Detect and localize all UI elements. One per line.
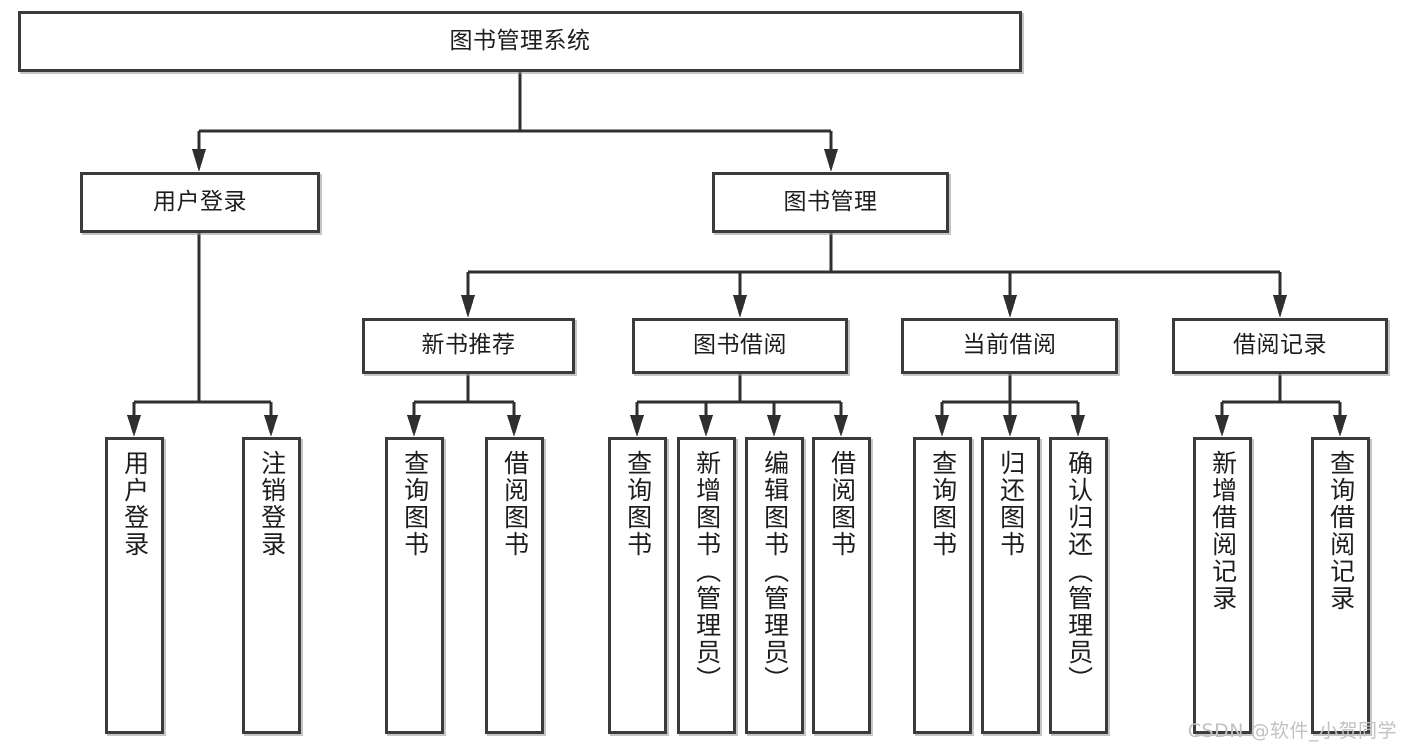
node-leaf-borrow-book-2[interactable]: 借阅图书	[812, 437, 871, 734]
node-leaf-borrow-book-1[interactable]: 借阅图书	[485, 437, 544, 734]
arrow-leaf-user-login	[127, 415, 141, 437]
node-book-borrow-label: 图书借阅	[693, 332, 787, 359]
node-book-manage[interactable]: 图书管理	[712, 172, 949, 233]
arrow-leaf-query-book-2	[630, 415, 644, 437]
arrow-leaf-borrow-book-2	[834, 415, 848, 437]
arrow-leaf-query-book-1	[407, 415, 421, 437]
node-leaf-query-book-2-label: 查询图书	[623, 450, 653, 558]
node-leaf-edit-book-label: 编辑图书（管理员）	[760, 450, 790, 693]
node-leaf-confirm-return-label: 确认归还（管理员）	[1064, 450, 1094, 693]
node-leaf-borrow-book-2-label: 借阅图书	[827, 450, 857, 558]
arrow-leaf-edit-book	[767, 415, 781, 437]
node-book-borrow[interactable]: 图书借阅	[632, 318, 848, 374]
node-borrow-record-label: 借阅记录	[1233, 332, 1327, 359]
node-borrow-record[interactable]: 借阅记录	[1172, 318, 1388, 374]
node-leaf-query-book-2[interactable]: 查询图书	[608, 437, 667, 734]
node-leaf-query-book-1[interactable]: 查询图书	[385, 437, 444, 734]
arrow-leaf-query-record	[1333, 415, 1347, 437]
node-leaf-return-book-label: 归还图书	[996, 450, 1026, 558]
arrow-leaf-logout	[264, 415, 278, 437]
node-current-borrow[interactable]: 当前借阅	[901, 318, 1118, 374]
arrow-leaf-query-book-3	[935, 415, 949, 437]
node-leaf-query-record[interactable]: 查询借阅记录	[1311, 437, 1370, 734]
node-leaf-add-record-label: 新增借阅记录	[1208, 450, 1238, 612]
node-new-book-rec[interactable]: 新书推荐	[362, 318, 575, 374]
node-leaf-user-login[interactable]: 用户登录	[105, 437, 164, 734]
arrow-leaf-borrow-book-1	[507, 415, 521, 437]
node-leaf-borrow-book-1-label: 借阅图书	[500, 450, 530, 558]
node-leaf-add-book-label: 新增图书（管理员）	[692, 450, 722, 693]
node-leaf-edit-book[interactable]: 编辑图书（管理员）	[745, 437, 804, 734]
arrow-borrow-record	[1273, 295, 1287, 318]
node-user-login[interactable]: 用户登录	[80, 172, 320, 233]
node-leaf-query-book-3[interactable]: 查询图书	[913, 437, 972, 734]
node-leaf-query-book-3-label: 查询图书	[928, 450, 958, 558]
node-leaf-confirm-return[interactable]: 确认归还（管理员）	[1049, 437, 1108, 734]
arrow-leaf-confirm-return	[1071, 415, 1085, 437]
arrow-leaf-add-book	[699, 415, 713, 437]
node-root[interactable]: 图书管理系统	[18, 11, 1022, 72]
node-book-manage-label: 图书管理	[783, 188, 878, 215]
node-current-borrow-label: 当前借阅	[962, 332, 1057, 359]
node-leaf-query-record-label: 查询借阅记录	[1326, 450, 1356, 612]
arrow-leaf-add-record	[1215, 415, 1229, 437]
arrow-book-manage	[824, 149, 838, 172]
node-leaf-return-book[interactable]: 归还图书	[981, 437, 1040, 734]
arrow-new-book-rec	[461, 295, 475, 318]
node-leaf-query-book-1-label: 查询图书	[400, 450, 430, 558]
arrow-current-borrow	[1003, 295, 1017, 318]
node-leaf-add-book[interactable]: 新增图书（管理员）	[677, 437, 736, 734]
node-leaf-logout-label: 注销登录	[257, 450, 287, 558]
node-leaf-add-record[interactable]: 新增借阅记录	[1193, 437, 1252, 734]
arrow-user-login	[192, 149, 206, 172]
arrow-leaf-return-book	[1003, 415, 1017, 437]
node-user-login-label: 用户登录	[153, 188, 247, 215]
node-root-label: 图书管理系统	[449, 27, 591, 54]
arrow-book-borrow	[733, 295, 747, 318]
node-new-book-rec-label: 新书推荐	[421, 332, 516, 359]
node-leaf-user-login-label: 用户登录	[120, 450, 150, 558]
node-leaf-logout[interactable]: 注销登录	[242, 437, 301, 734]
